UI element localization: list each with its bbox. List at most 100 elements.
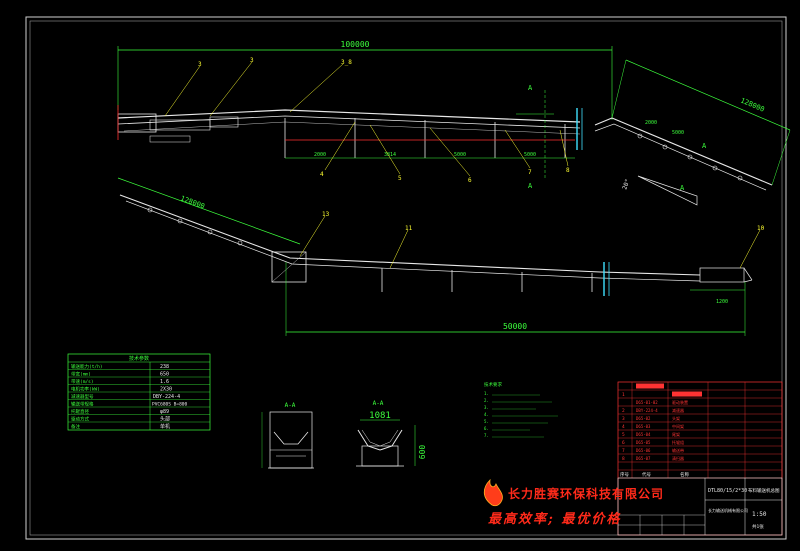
inner-border [29, 20, 783, 536]
section-mark-slope-a: A [702, 142, 707, 150]
param-value-1: 650 [160, 372, 169, 378]
section-mark-bottom: A [528, 182, 533, 190]
part-code-5: D65-05 [636, 440, 651, 445]
note-6: 6. [484, 426, 489, 431]
angle-label: 20° [621, 178, 631, 191]
part-no-7: 8 [622, 456, 625, 462]
balloon-4: 4 [320, 171, 324, 178]
part-no-6: 7 [622, 448, 625, 454]
section-right-label: A-A [373, 400, 384, 407]
part-no-0: 1 [622, 392, 625, 398]
drawing-name: 布料输送机总图 [748, 487, 780, 494]
title-block: 1 D65-01-02 驱动装置 2 DBY-224-4 减速器 3 D65-0… [617, 381, 783, 536]
part-name-7: 清扫器 [672, 455, 684, 461]
param-value-5: PVC680S B=800 [152, 402, 188, 408]
part-name-6: 输送带 [672, 447, 684, 453]
dim-upper-slope: 128000 [739, 96, 765, 113]
company-name: 长力胜赛环保科技有限公司 [508, 487, 665, 501]
param-label-1: 带宽(mm) [71, 371, 91, 378]
header-no: 序号 [620, 471, 629, 478]
dim-lower-slope: 128000 [179, 194, 206, 210]
param-label-2: 带速(m/s) [71, 379, 94, 385]
company-slogan: 最高效率; 最优价格 [488, 512, 622, 527]
notes-title: 技术要求 [484, 381, 502, 388]
balloon-10: 11 [405, 225, 413, 232]
section-right-height: 600 [418, 445, 427, 460]
part-name-5: 托辊组 [672, 439, 684, 445]
dim-lower-horizontal: 50000 [503, 322, 527, 331]
part-name-4: 尾架 [672, 431, 680, 437]
sheet-count: 共1张 [752, 523, 764, 530]
outer-border [25, 16, 787, 540]
header-code: 代号 [642, 471, 651, 478]
section-view-left: A-A [261, 402, 314, 469]
upper-sub-dim-1: 2000 [314, 152, 326, 158]
part-name-3: 中间架 [672, 423, 684, 429]
lower-small-dim: 1200 [716, 299, 728, 305]
part-code-7: D65-07 [636, 456, 651, 461]
balloon-11: 10 [757, 225, 765, 232]
param-value-2: 1.6 [160, 379, 169, 385]
drawing-number: DTL80/15/2*30 [708, 488, 747, 494]
balloon-6: 6 [468, 177, 472, 184]
upper-conveyor: 100000 2000 3814 5000 5000 A A [117, 40, 791, 206]
param-value-4: DBY-224-4 [153, 394, 180, 400]
section-right-width: 1081 [369, 411, 391, 421]
part-no-3: 4 [622, 424, 625, 430]
param-label-4: 减速器型号 [71, 393, 94, 400]
upper-balloons: 3 3 3_8 4 5 6 7 8 [164, 57, 570, 184]
param-value-6: φ89 [160, 409, 169, 415]
note-5: 5. [484, 419, 489, 424]
part-no-2: 3 [622, 416, 625, 422]
flame-logo-icon [483, 478, 503, 507]
balloon-1: 3 [198, 61, 202, 68]
part-name-0: 驱动装置 [672, 399, 688, 405]
section-view-right: A-A 1081 600 [356, 400, 427, 467]
company-short: 长力输送机械有限公司 [708, 507, 748, 513]
upper-sub-dim-4: 5000 [524, 152, 536, 158]
param-label-6: 托辊直径 [71, 408, 89, 415]
technical-notes: 技术要求 1. 2. 3. 4. 5. 6. 7. [484, 381, 558, 438]
param-label-8: 备注 [71, 423, 80, 430]
balloon-3: 3_8 [341, 59, 352, 66]
param-label-5: 输送带规格 [71, 401, 94, 408]
upper-slope-sub-dim-1: 2000 [645, 120, 657, 126]
section-mark-slope-b: A [680, 184, 685, 192]
param-label-3: 电机功率(kW) [71, 386, 100, 393]
part-code-3: D65-03 [636, 424, 651, 429]
company-logo [483, 478, 503, 507]
param-label-0: 输送能力(t/h) [71, 363, 103, 370]
balloon-7: 7 [528, 169, 532, 176]
params-title: 技术参数 [129, 355, 149, 362]
part-code-6: D65-06 [636, 448, 651, 453]
part-name-2: 头架 [672, 415, 680, 421]
note-4: 4. [484, 412, 489, 417]
part-no-4: 5 [622, 432, 625, 438]
param-label-7: 驱动方式 [71, 416, 89, 423]
dim-upper-horizontal: 100000 [341, 40, 370, 49]
param-value-7: 头部 [160, 416, 170, 423]
upper-sub-dim-2: 3814 [384, 152, 396, 158]
lower-conveyor: 128000 1200 50000 13 11 10 [117, 177, 765, 336]
note-7: 7. [484, 433, 489, 438]
part-code-1: DBY-224-4 [636, 408, 658, 413]
upper-sub-dim-3: 5000 [454, 152, 466, 158]
params-table: 技术参数 输送能力(t/h) 238 带宽(mm) 650 带速(m/s) 1.… [67, 353, 211, 431]
note-2: 2. [484, 398, 489, 403]
part-no-5: 6 [622, 440, 625, 446]
note-1: 1. [484, 391, 489, 396]
balloon-2: 3 [250, 57, 254, 64]
balloon-9: 13 [322, 211, 330, 218]
part-code-4: D65-04 [636, 432, 651, 437]
balloon-8: 8 [566, 167, 570, 174]
upper-slope-sub-dim-2: 5000 [672, 130, 684, 136]
param-value-0: 238 [160, 364, 169, 370]
part-name-1: 减速器 [672, 407, 684, 413]
param-value-8: 单机 [160, 423, 170, 430]
section-mark-top: A [528, 84, 533, 92]
part-code-2: D65-02 [636, 416, 651, 421]
balloon-5: 5 [398, 175, 402, 182]
scale: 1:50 [752, 511, 767, 518]
header-name: 名称 [680, 471, 689, 478]
